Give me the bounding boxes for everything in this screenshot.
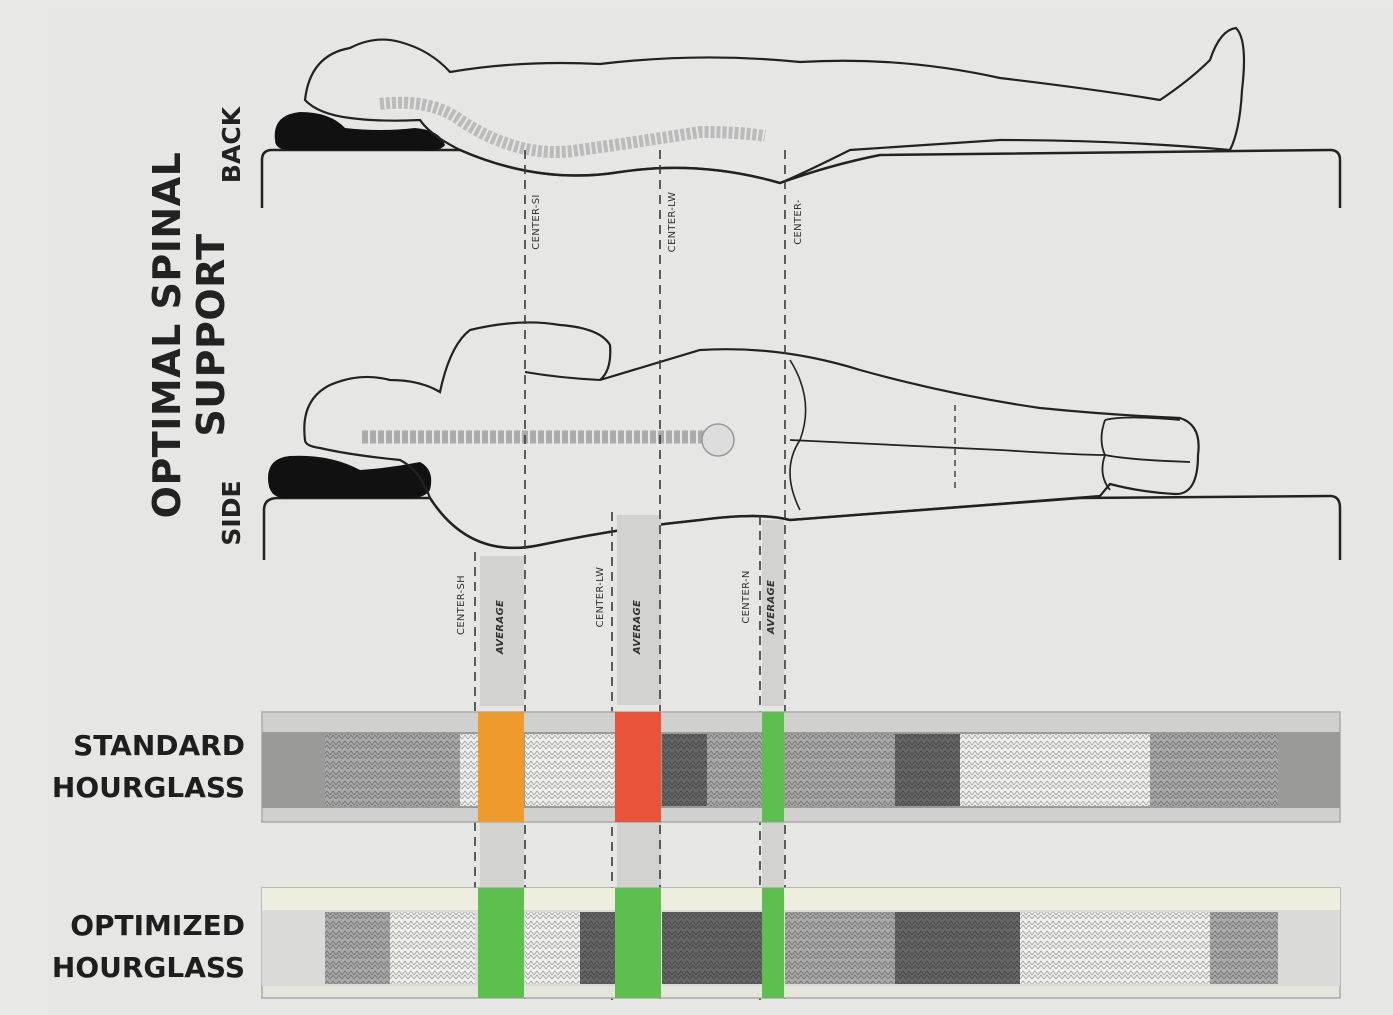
optimized-zone-lumbar bbox=[615, 888, 661, 998]
back-pillow bbox=[274, 112, 445, 151]
diagram-background bbox=[48, 8, 1393, 1015]
diagram-title: OPTIMAL SPINAL SUPPORT bbox=[145, 151, 233, 519]
side-hip-curve bbox=[789, 359, 807, 511]
side-feet bbox=[1100, 416, 1191, 491]
standard-label-line1: STANDARD bbox=[73, 729, 245, 762]
optimized-zone-shoulder bbox=[478, 888, 524, 998]
side-arm-outline bbox=[524, 371, 601, 381]
side-label-average-3: AVERAGE bbox=[766, 579, 777, 635]
standard-zone-shoulder bbox=[478, 712, 524, 822]
back-body-outline bbox=[303, 26, 1246, 185]
standard-mattress bbox=[261, 711, 1341, 823]
back-label-center-lw: CENTER-LW bbox=[667, 191, 678, 253]
side-pelvis bbox=[701, 423, 735, 457]
side-label-center-lw: CENTER-LW bbox=[595, 566, 606, 628]
side-label-average-2: AVERAGE bbox=[632, 599, 643, 655]
standard-label-line2: HOURGLASS bbox=[51, 771, 245, 804]
back-label-center-si: CENTER-SI bbox=[531, 194, 542, 250]
side-body-outline bbox=[303, 321, 1200, 549]
optimized-label-line2: HOURGLASS bbox=[51, 951, 245, 984]
side-label-center-sh: CENTER-SH bbox=[456, 575, 467, 635]
side-mattress-outline bbox=[262, 494, 1342, 560]
side-position-label: SIDE bbox=[217, 480, 246, 546]
standard-zone-knee bbox=[762, 712, 784, 822]
side-pillow bbox=[268, 455, 432, 498]
optimized-label-line1: OPTIMIZED bbox=[70, 909, 245, 942]
standard-zone-lumbar bbox=[615, 712, 661, 822]
side-label-center-n: CENTER-N bbox=[741, 570, 752, 624]
side-label-average-1: AVERAGE bbox=[495, 599, 506, 655]
optimized-mattress bbox=[261, 887, 1341, 999]
back-position-label: BACK bbox=[217, 106, 246, 184]
side-leg-divide bbox=[789, 439, 1106, 456]
back-spine bbox=[379, 96, 766, 158]
standard-hourglass-label: STANDARD HOURGLASS bbox=[20, 725, 245, 809]
back-label-center: CENTER- bbox=[793, 199, 804, 245]
optimized-zone-knee bbox=[762, 888, 784, 998]
optimized-hourglass-label: OPTIMIZED HOURGLASS bbox=[20, 905, 245, 989]
